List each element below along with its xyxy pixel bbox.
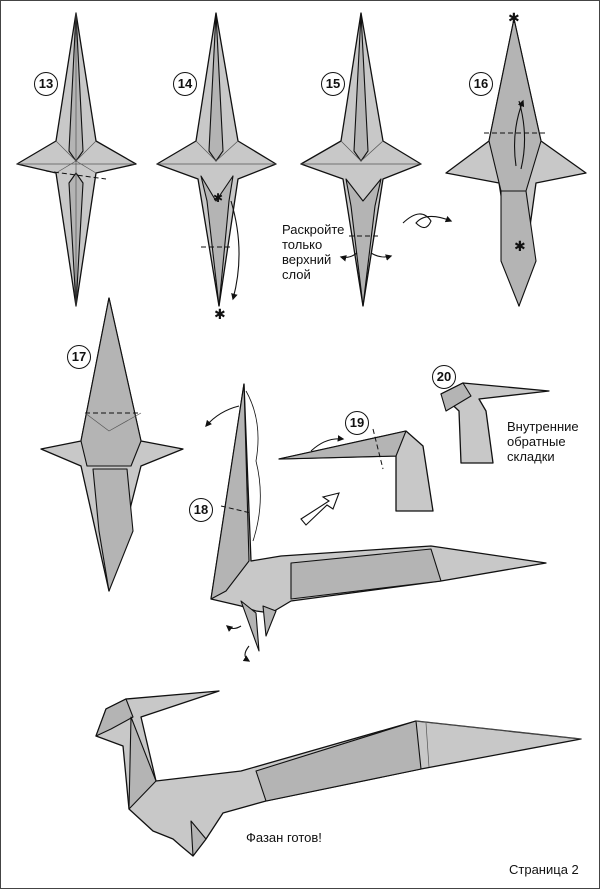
open-top-layer-note: Раскройте только верхний слой bbox=[282, 222, 344, 282]
finished-pheasant-figure bbox=[95, 690, 582, 857]
step-15-number: 15 bbox=[321, 72, 345, 96]
svg-text:✱: ✱ bbox=[214, 307, 226, 323]
note-line: слой bbox=[282, 267, 311, 282]
step-15-figure bbox=[300, 12, 453, 307]
step-19-number: 19 bbox=[345, 411, 369, 435]
step-14-number: 14 bbox=[173, 72, 197, 96]
step-20-number: 20 bbox=[432, 365, 456, 389]
step-18-number: 18 bbox=[189, 498, 213, 522]
svg-text:✱: ✱ bbox=[514, 239, 526, 255]
svg-text:✱: ✱ bbox=[508, 11, 520, 27]
step-17-number: 17 bbox=[67, 345, 91, 369]
note-line: только bbox=[282, 237, 323, 252]
step-16-number: 16 bbox=[469, 72, 493, 96]
step-17-figure bbox=[40, 297, 184, 592]
note-line: верхний bbox=[282, 252, 332, 267]
step-19-figure bbox=[278, 428, 434, 512]
step-18-figure bbox=[205, 383, 547, 662]
note-line: Внутренние bbox=[507, 419, 579, 434]
step-14-figure: ✱ ✱ bbox=[156, 12, 277, 323]
note-line: обратные bbox=[507, 434, 566, 449]
note-line: складки bbox=[507, 449, 555, 464]
finished-caption: Фазан готов! bbox=[246, 830, 322, 845]
inside-reverse-folds-note: Внутренние обратные складки bbox=[507, 419, 579, 464]
svg-text:✱: ✱ bbox=[213, 191, 223, 205]
step-13-figure bbox=[16, 12, 137, 307]
step-20-figure bbox=[440, 382, 550, 464]
step-16-figure: ✱ ✱ bbox=[445, 11, 587, 307]
step-13-number: 13 bbox=[34, 72, 58, 96]
page-label: Страница 2 bbox=[509, 862, 579, 877]
note-line: Раскройте bbox=[282, 222, 345, 237]
